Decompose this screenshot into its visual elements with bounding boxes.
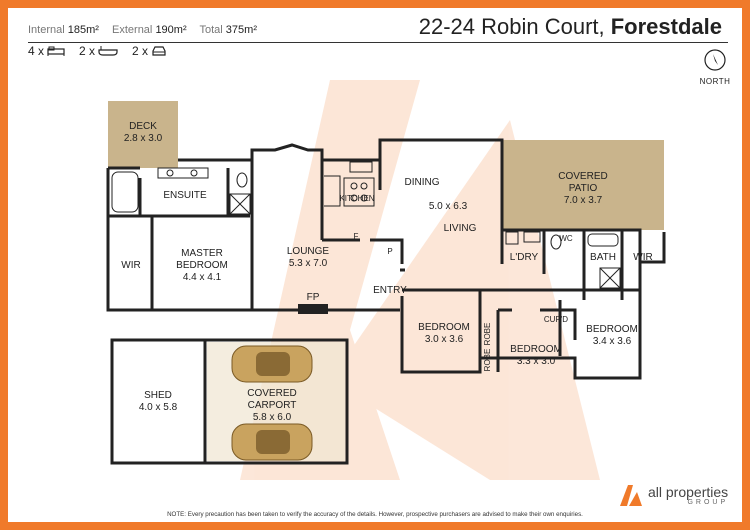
bed3-label: BEDROOM xyxy=(510,344,562,355)
bed2-label: BEDROOM xyxy=(418,322,470,333)
robe1-label: ROBE xyxy=(483,323,492,346)
bed-icon xyxy=(47,46,65,56)
floorplan-sheet: Internal 185m² External 190m² Total 375m… xyxy=(8,8,742,522)
suburb: Forestdale xyxy=(610,14,722,39)
property-title: 22-24 Robin Court, Forestdale xyxy=(419,14,722,40)
p-label: P xyxy=(387,247,392,256)
patio-label: COVERED xyxy=(558,171,607,182)
wc-label: WC xyxy=(559,234,573,243)
dining-dim: 5.0 x 6.3 xyxy=(429,201,468,212)
north-label: NORTH xyxy=(699,77,731,86)
wet-area-fixtures xyxy=(505,231,621,289)
covered-patio-area xyxy=(502,140,664,230)
shed-label: SHED xyxy=(144,390,172,401)
car-count: 2 x xyxy=(132,44,167,58)
compass-icon xyxy=(704,49,726,71)
bath-icon xyxy=(98,46,118,56)
carport-label: COVERED xyxy=(247,388,296,399)
deck-area xyxy=(108,101,178,168)
disclaimer-note: NOTE: Every precaution has been taken to… xyxy=(167,511,583,518)
internal-label: Internal xyxy=(28,24,65,36)
carport-label-2: CARPORT xyxy=(248,400,297,411)
north-indicator: NORTH xyxy=(692,48,738,86)
dining-label: DINING xyxy=(405,177,440,188)
floor-plan: DECK 2.8 x 3.0 ENSUITE WIR MASTER BEDROO… xyxy=(106,80,666,480)
master-label-2: BEDROOM xyxy=(176,260,228,271)
bed-count-value: 4 x xyxy=(28,44,45,58)
internal-value: 185m² xyxy=(67,24,99,36)
bath-label: BATH xyxy=(590,252,616,263)
cupd-label: CUP'D xyxy=(544,315,568,324)
header-divider xyxy=(28,42,728,43)
patio-label-2: PATIO xyxy=(569,183,598,194)
ensuite-label: ENSUITE xyxy=(163,190,207,201)
entry-label: ENTRY xyxy=(373,285,407,296)
bed3-dim: 3.3 x 3.0 xyxy=(517,356,556,367)
deck-dim: 2.8 x 3.0 xyxy=(124,133,163,144)
brand-logo: all properties GROUP xyxy=(618,482,728,508)
master-dim: 4.4 x 4.1 xyxy=(183,272,222,283)
wir-master-label: WIR xyxy=(121,260,140,271)
bed-count: 4 x xyxy=(28,44,65,58)
logo-text: all properties xyxy=(648,483,729,500)
bed4-dim: 3.4 x 3.6 xyxy=(593,336,632,347)
deck-label: DECK xyxy=(129,121,157,132)
carport-dim: 5.8 x 6.0 xyxy=(253,412,292,423)
address: 22-24 Robin Court, xyxy=(418,14,611,39)
ensuite-fixtures xyxy=(111,167,251,215)
f-label: F xyxy=(354,232,359,241)
car-drawing-bottom xyxy=(231,423,313,461)
bed2-dim: 3.0 x 3.6 xyxy=(425,334,464,345)
robe2-label: ROBE xyxy=(483,349,492,372)
kitchen-fixtures xyxy=(324,161,375,207)
car-drawing-top xyxy=(231,345,313,383)
room-counts: 4 x 2 x 2 x xyxy=(28,44,175,58)
lounge-label: LOUNGE xyxy=(287,246,330,257)
fp-label: FP xyxy=(307,292,320,303)
bed4-label: BEDROOM xyxy=(586,324,638,335)
fireplace xyxy=(298,304,328,314)
wir-right-label: WIR xyxy=(633,252,652,263)
living-label: LIVING xyxy=(444,223,477,234)
logo-sub: GROUP xyxy=(687,498,729,506)
area-stats: Internal 185m² External 190m² Total 375m… xyxy=(28,24,267,36)
total-label: Total xyxy=(199,24,223,36)
bath-count: 2 x xyxy=(79,44,118,58)
bath-count-value: 2 x xyxy=(79,44,96,58)
patio-dim: 7.0 x 3.7 xyxy=(564,195,603,206)
logo-mark-icon xyxy=(620,485,642,506)
external-label: External xyxy=(112,24,153,36)
master-label: MASTER xyxy=(181,248,223,259)
ldry-label: L'DRY xyxy=(510,252,539,263)
car-icon xyxy=(152,46,166,56)
car-count-value: 2 x xyxy=(132,44,149,58)
shed-dim: 4.0 x 5.8 xyxy=(139,402,178,413)
kitchen-label: KITCHEN xyxy=(339,194,374,203)
external-value: 190m² xyxy=(155,24,187,36)
lounge-dim: 5.3 x 7.0 xyxy=(289,258,328,269)
total-value: 375m² xyxy=(225,24,257,36)
